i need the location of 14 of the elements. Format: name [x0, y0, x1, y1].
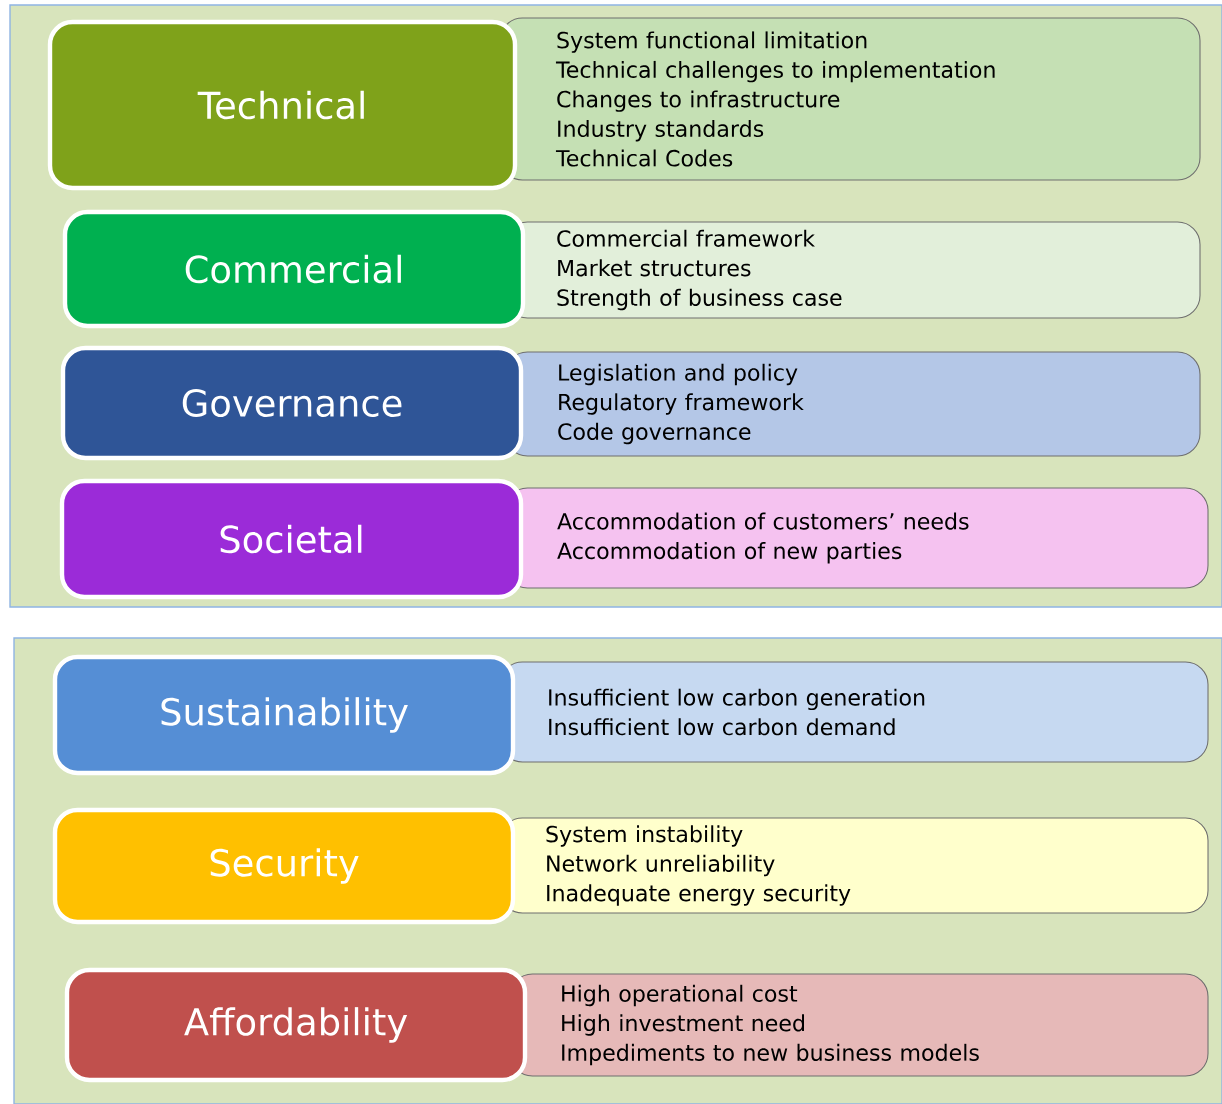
category-box: Sustainability: [52, 654, 516, 776]
description-box: System instability Network unreliability Inadequate energy security: [499, 817, 1209, 914]
description-box: High operational cost High investment need Impediments to new business models: [509, 973, 1209, 1077]
description-box: Legislation and policy Regulatory framework Code governance: [504, 351, 1201, 457]
category-box: Technical: [47, 19, 518, 191]
description-box: Commercial framework Market structures Strength of business case: [504, 221, 1201, 319]
description-box: Insufficient low carbon generation Insufficient low carbon demand: [499, 661, 1209, 763]
category-box: Societal: [59, 478, 524, 600]
description-box: System functional limitation Technical challenges to implementation Changes to infrastructure Industry standards Technical Codes: [499, 17, 1201, 181]
category-box: Security: [52, 807, 516, 925]
category-box: Commercial: [62, 209, 526, 329]
category-box: Governance: [60, 345, 524, 461]
description-box: Accommodation of customers’ needs Accommodation of new parties: [504, 487, 1209, 589]
category-box: Affordability: [64, 967, 528, 1083]
